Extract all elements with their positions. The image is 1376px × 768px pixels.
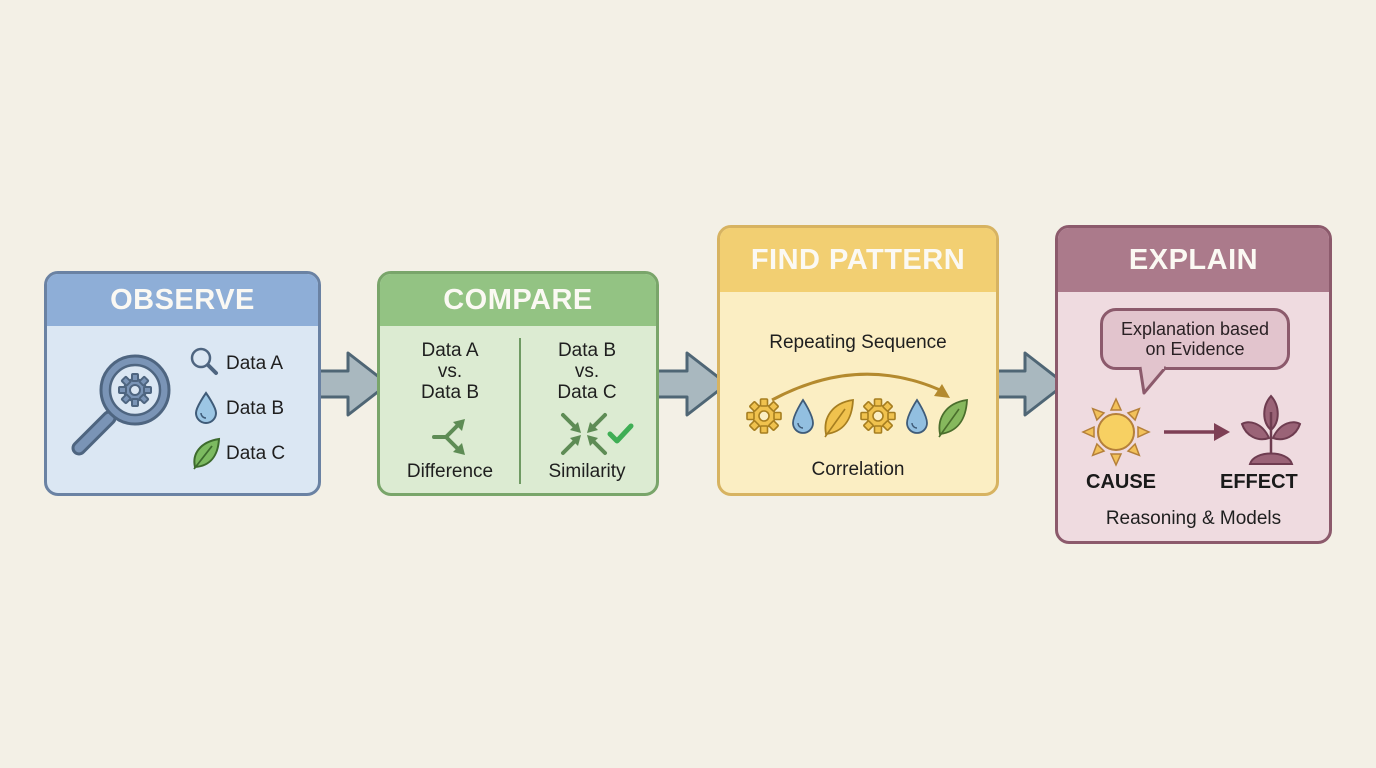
reasoning-models-label: Reasoning & Models (1105, 508, 1282, 529)
compare-right-line2: vs. (574, 361, 600, 382)
find-pattern-panel: FIND PATTERN Repeating Sequence (717, 225, 999, 496)
leaf-icon (938, 398, 968, 438)
magnifier-gear-icon (71, 354, 171, 456)
explain-title: EXPLAIN (1058, 228, 1329, 292)
compare-left-line1: Data A (421, 340, 479, 361)
effect-label: EFFECT (1220, 471, 1298, 493)
compare-title: COMPARE (380, 274, 656, 326)
cause-label: CAUSE (1086, 471, 1157, 493)
sequence-curve-arrow-icon (771, 372, 950, 402)
observe-item-label: Data B (226, 398, 285, 419)
water-drop-icon (906, 398, 928, 434)
gear-icon (746, 398, 782, 434)
explain-panel: EXPLAIN Explanation based on Evidence (1055, 225, 1332, 544)
compare-right-line1: Data B (557, 340, 617, 361)
search-icon (190, 347, 218, 375)
speech-bubble: Explanation based on Evidence (1100, 308, 1290, 370)
speech-bubble-tail-icon (1138, 366, 1168, 395)
find-pattern-title: FIND PATTERN (720, 228, 996, 292)
cause-effect-arrow-icon (1164, 423, 1230, 441)
bubble-line1: Explanation based (1120, 319, 1270, 339)
repeating-sequence-label: Repeating Sequence (769, 332, 947, 353)
pattern-sequence-icons (746, 398, 968, 438)
column-divider (519, 338, 521, 484)
compare-right-text: Data B vs. Data C (518, 340, 656, 403)
similarity-label: Similarity (548, 461, 626, 482)
compare-left-text: Data A vs. Data B (380, 340, 520, 403)
compare-panel: COMPARE Data A vs. Data B Difference Dat… (377, 271, 659, 496)
bubble-line2: on Evidence (1145, 339, 1245, 359)
diverge-arrows-icon (432, 419, 465, 455)
observe-panel: OBSERVE Data A (44, 271, 321, 496)
plant-icon (1240, 394, 1302, 465)
sun-icon (1081, 397, 1151, 467)
compare-left-line2: vs. (437, 361, 463, 382)
compare-left-line3: Data B (420, 382, 480, 403)
observe-item-label: Data C (226, 443, 286, 464)
compare-right-line3: Data C (557, 382, 617, 403)
gear-icon (860, 398, 896, 434)
leaf-icon (824, 398, 854, 438)
water-drop-icon (792, 398, 814, 434)
observe-title: OBSERVE (47, 274, 318, 326)
leaf-icon (193, 437, 221, 470)
difference-label: Difference (406, 461, 494, 482)
converge-arrows-check-icon (561, 413, 634, 455)
correlation-label: Correlation (811, 459, 905, 480)
water-drop-icon (194, 391, 218, 424)
observe-item-label: Data A (226, 353, 284, 374)
